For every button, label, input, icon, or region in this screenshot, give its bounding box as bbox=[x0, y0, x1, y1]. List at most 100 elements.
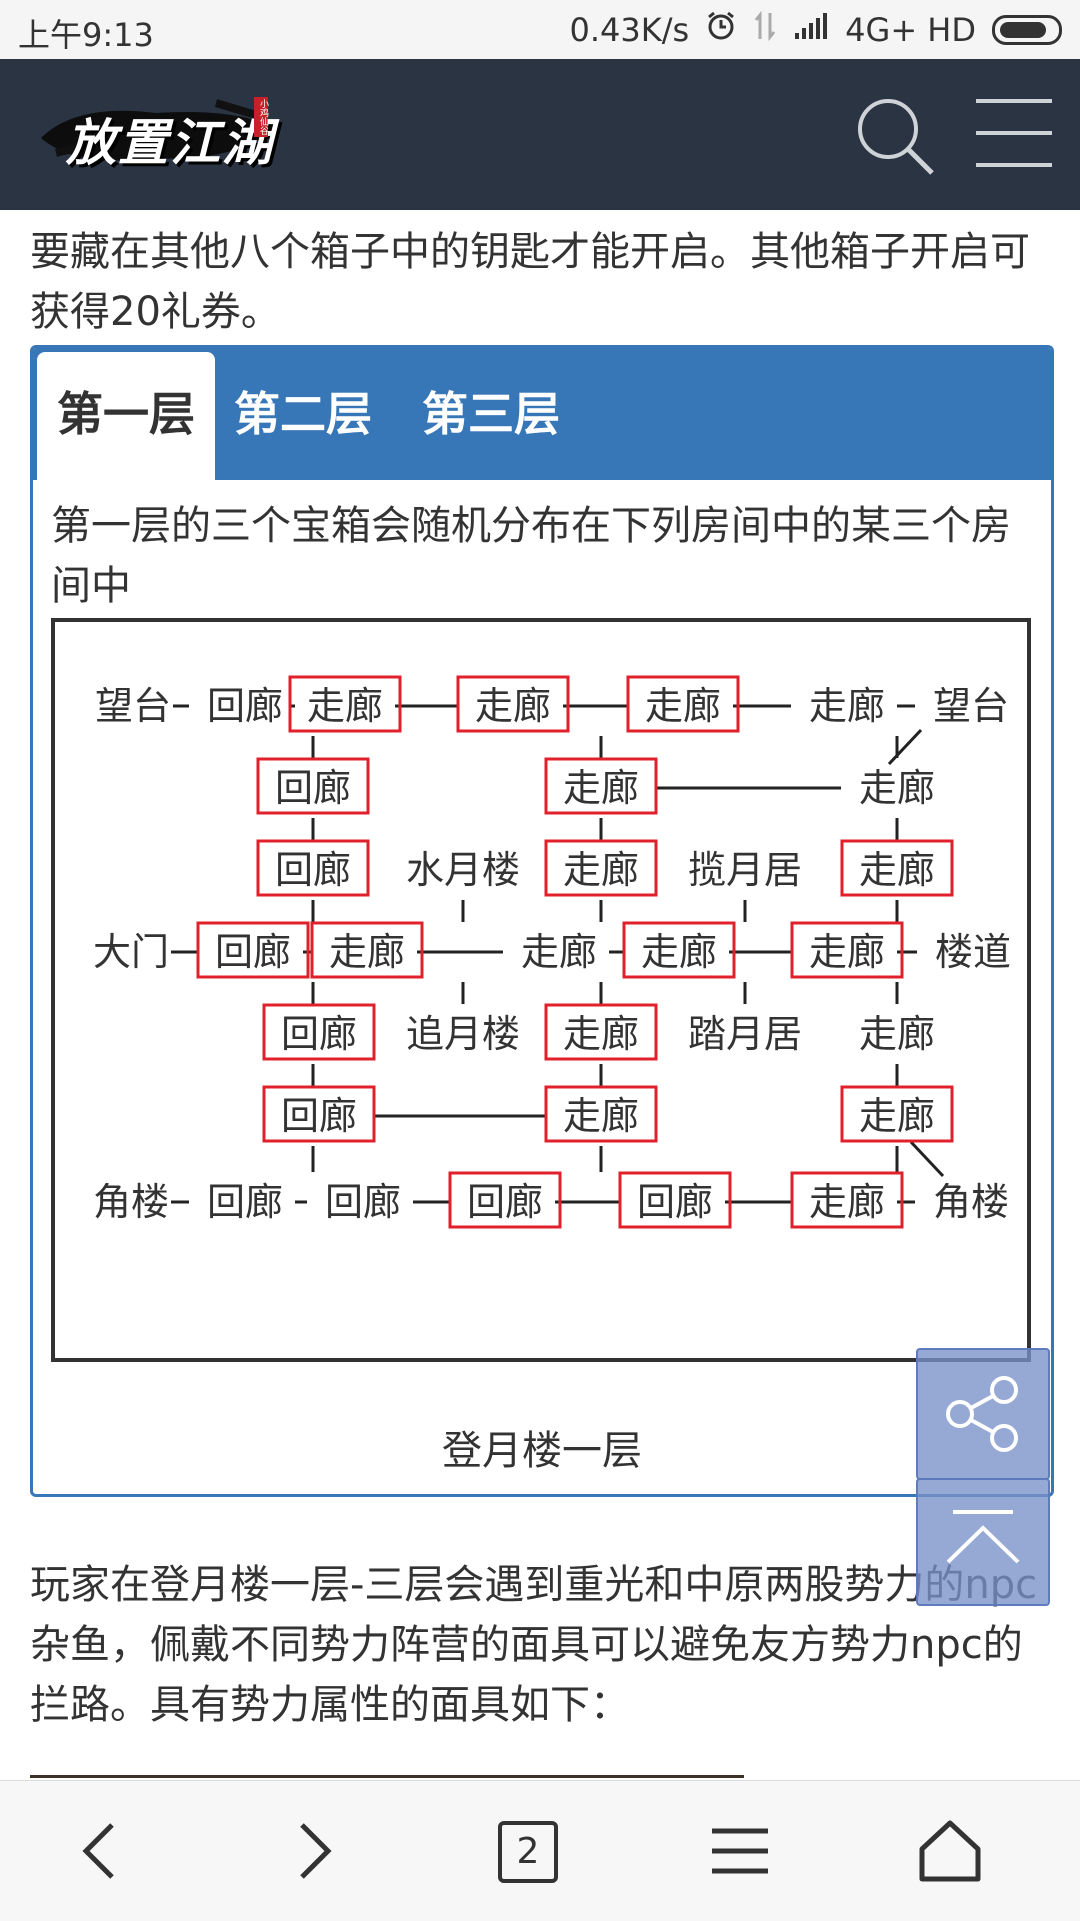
map-room-label: 走廊 bbox=[859, 1012, 935, 1056]
treasure-room-highlight bbox=[618, 1171, 732, 1229]
treasure-room-highlight bbox=[544, 1085, 658, 1143]
arrow-up-icon bbox=[946, 1510, 1020, 1564]
map-room-label: 回廊 bbox=[275, 766, 351, 810]
share-icon bbox=[946, 1376, 1018, 1452]
tab-floor-1[interactable]: 第一层 bbox=[37, 352, 215, 480]
signal-icon bbox=[793, 11, 829, 49]
map-room-label: 走廊 bbox=[521, 930, 597, 974]
map-room-label: 望台 bbox=[933, 684, 1009, 728]
map-room-label: 回廊 bbox=[207, 1180, 283, 1224]
map-room-label: 走廊 bbox=[809, 684, 885, 728]
treasure-room-highlight bbox=[626, 675, 740, 733]
tab-count-badge: 2 bbox=[498, 1821, 558, 1883]
map-room-label: 走廊 bbox=[641, 930, 717, 974]
treasure-room-highlight bbox=[456, 675, 570, 733]
map-room-label: 走廊 bbox=[809, 930, 885, 974]
network-speed: 0.43K/s bbox=[569, 11, 690, 49]
menu-nav-button[interactable] bbox=[700, 1811, 780, 1891]
chevron-left-icon bbox=[82, 1823, 114, 1879]
home-icon bbox=[919, 1820, 981, 1882]
tab-description: 第一层的三个宝箱会随机分布在下列房间中的某三个房间中 bbox=[51, 503, 1011, 609]
status-bar: 上午9:13 0.43K/s 4G+ HD bbox=[0, 0, 1080, 59]
map-room-label: 大门 bbox=[93, 930, 169, 974]
tabs-button[interactable]: 2 bbox=[490, 1811, 570, 1891]
tab-floor-2[interactable]: 第二层 bbox=[234, 387, 372, 441]
hamburger-icon bbox=[712, 1828, 768, 1874]
menu-icon-line bbox=[976, 99, 1052, 103]
treasure-room-highlight bbox=[310, 921, 424, 979]
data-transfer-icon bbox=[753, 10, 777, 49]
treasure-room-highlight bbox=[448, 1171, 562, 1229]
article-body: 玩家在登月楼一层-三层会遇到重光和中原两股势力的npc杂鱼，佩戴不同势力阵营的面… bbox=[30, 1562, 1038, 1728]
map-room-label: 角楼 bbox=[933, 1180, 1009, 1224]
treasure-room-highlight bbox=[840, 1085, 954, 1143]
home-button[interactable] bbox=[910, 1811, 990, 1891]
status-time: 上午9:13 bbox=[18, 16, 154, 54]
map-room-label: 走廊 bbox=[809, 1180, 885, 1224]
menu-icon-line bbox=[976, 131, 1052, 135]
floor-tab-panel: 第一层 第二层 第三层 第一层的三个宝箱会随机分布在下列房间中的某三个房间中 望… bbox=[30, 345, 1054, 1497]
map-room-label: 揽月居 bbox=[688, 848, 802, 892]
map-room-label: 走廊 bbox=[563, 848, 639, 892]
treasure-room-highlight bbox=[544, 1003, 658, 1061]
treasure-room-highlight bbox=[196, 921, 310, 979]
alarm-icon bbox=[705, 10, 737, 50]
map-diagonal-line bbox=[909, 1140, 945, 1178]
back-button[interactable] bbox=[62, 1811, 142, 1891]
map-room-label: 走廊 bbox=[859, 1094, 935, 1138]
network-type: 4G+ HD bbox=[845, 11, 976, 49]
menu-icon-line bbox=[976, 163, 1052, 167]
map-room-label: 回廊 bbox=[215, 930, 291, 974]
map-room-label: 走廊 bbox=[475, 684, 551, 728]
map-room-label: 走廊 bbox=[563, 766, 639, 810]
logo-text: 放置江湖 bbox=[66, 113, 274, 172]
tab-bar: 第一层 第二层 第三层 bbox=[33, 348, 1051, 480]
map-room-label: 踏月居 bbox=[688, 1012, 802, 1056]
back-to-top-button[interactable] bbox=[916, 1478, 1050, 1606]
search-button[interactable] bbox=[854, 95, 938, 179]
site-header: 放置江湖 小鸡仙谷 bbox=[0, 59, 1080, 210]
treasure-room-highlight bbox=[256, 839, 370, 897]
map-room-label: 走廊 bbox=[307, 684, 383, 728]
map-room-label: 回廊 bbox=[637, 1180, 713, 1224]
map-room-label: 回廊 bbox=[467, 1180, 543, 1224]
chevron-right-icon bbox=[300, 1823, 332, 1879]
map-room-label: 望台 bbox=[95, 684, 171, 728]
map-room-label: 走廊 bbox=[563, 1094, 639, 1138]
tab-floor-3[interactable]: 第三层 bbox=[422, 387, 560, 441]
forward-button[interactable] bbox=[272, 1811, 352, 1891]
map-room-label: 走廊 bbox=[329, 930, 405, 974]
status-right: 0.43K/s 4G+ HD bbox=[569, 10, 1062, 50]
menu-button[interactable] bbox=[976, 99, 1052, 171]
treasure-room-highlight bbox=[544, 839, 658, 897]
article-intro: 要藏在其他八个箱子中的钥匙才能开启。其他箱子开启可获得20礼券。 bbox=[30, 229, 1030, 335]
treasure-room-highlight bbox=[262, 1003, 376, 1061]
browser-bottom-nav: 2 bbox=[0, 1780, 1080, 1921]
treasure-room-highlight bbox=[256, 757, 370, 815]
share-button[interactable] bbox=[916, 1348, 1050, 1480]
map-room-label: 走廊 bbox=[859, 848, 935, 892]
map-room-label: 角楼 bbox=[93, 1180, 169, 1224]
map-room-label: 回廊 bbox=[281, 1094, 357, 1138]
map-room-label: 追月楼 bbox=[406, 1012, 520, 1056]
map-room-label: 回廊 bbox=[207, 684, 283, 728]
treasure-room-highlight bbox=[790, 1171, 904, 1229]
floor-map-diagram: 望台回廊走廊走廊走廊走廊望台回廊走廊走廊回廊水月楼走廊揽月居走廊大门回廊走廊走廊… bbox=[51, 618, 1031, 1362]
map-room-label: 回廊 bbox=[275, 848, 351, 892]
search-icon bbox=[858, 99, 934, 175]
treasure-room-highlight bbox=[790, 921, 904, 979]
map-room-label: 回廊 bbox=[325, 1180, 401, 1224]
treasure-room-highlight bbox=[262, 1085, 376, 1143]
map-caption: 登月楼一层 bbox=[442, 1428, 642, 1474]
content-divider bbox=[30, 1775, 744, 1778]
map-room-label: 走廊 bbox=[645, 684, 721, 728]
map-room-label: 走廊 bbox=[563, 1012, 639, 1056]
treasure-room-highlight bbox=[622, 921, 736, 979]
map-room-label: 楼道 bbox=[935, 930, 1011, 974]
treasure-room-highlight bbox=[840, 839, 954, 897]
treasure-room-highlight bbox=[544, 757, 658, 815]
site-logo[interactable]: 放置江湖 小鸡仙谷 bbox=[36, 83, 286, 183]
map-room-label: 走廊 bbox=[859, 766, 935, 810]
map-room-label: 水月楼 bbox=[406, 848, 520, 892]
map-room-label: 回廊 bbox=[281, 1012, 357, 1056]
